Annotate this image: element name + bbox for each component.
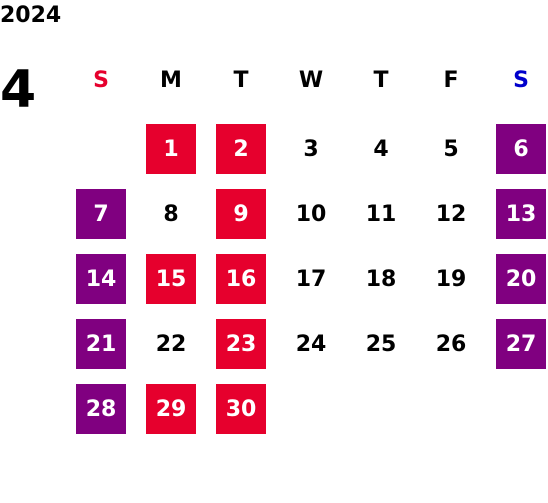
weekday-label: T bbox=[233, 68, 249, 93]
day-cell[interactable]: 6 bbox=[496, 124, 546, 174]
day-cell[interactable]: 7 bbox=[76, 189, 126, 239]
day-cell[interactable]: 23 bbox=[216, 319, 266, 369]
day-cell[interactable]: 4 bbox=[373, 136, 389, 162]
weekday-label: S bbox=[513, 68, 529, 93]
day-cell[interactable]: 15 bbox=[146, 254, 196, 304]
year-label: 2024 bbox=[0, 3, 62, 28]
day-cell[interactable]: 9 bbox=[216, 189, 266, 239]
day-cell[interactable]: 16 bbox=[216, 254, 266, 304]
day-cell[interactable]: 19 bbox=[435, 266, 467, 292]
day-cell[interactable]: 13 bbox=[496, 189, 546, 239]
weekday-label: F bbox=[443, 68, 459, 93]
day-cell[interactable]: 12 bbox=[435, 201, 467, 227]
day-cell[interactable]: 1 bbox=[146, 124, 196, 174]
day-cell[interactable]: 30 bbox=[216, 384, 266, 434]
day-cell[interactable]: 24 bbox=[295, 331, 327, 357]
day-cell[interactable]: 28 bbox=[76, 384, 126, 434]
month-number: 4 bbox=[0, 60, 37, 120]
day-cell[interactable]: 3 bbox=[303, 136, 319, 162]
day-cell[interactable]: 17 bbox=[295, 266, 327, 292]
day-cell[interactable]: 8 bbox=[163, 201, 179, 227]
weekday-label: S bbox=[93, 68, 109, 93]
day-cell[interactable]: 27 bbox=[496, 319, 546, 369]
day-cell[interactable]: 14 bbox=[76, 254, 126, 304]
day-cell[interactable]: 22 bbox=[155, 331, 187, 357]
day-cell[interactable]: 2 bbox=[216, 124, 266, 174]
day-cell[interactable]: 26 bbox=[435, 331, 467, 357]
day-cell[interactable]: 11 bbox=[365, 201, 397, 227]
weekday-label: T bbox=[373, 68, 389, 93]
day-cell[interactable]: 25 bbox=[365, 331, 397, 357]
day-cell[interactable]: 5 bbox=[443, 136, 459, 162]
day-cell[interactable]: 29 bbox=[146, 384, 196, 434]
day-cell[interactable]: 10 bbox=[295, 201, 327, 227]
weekday-label: M bbox=[160, 68, 182, 93]
weekday-label: W bbox=[298, 68, 324, 93]
day-cell[interactable]: 18 bbox=[365, 266, 397, 292]
day-cell[interactable]: 21 bbox=[76, 319, 126, 369]
day-cell[interactable]: 20 bbox=[496, 254, 546, 304]
